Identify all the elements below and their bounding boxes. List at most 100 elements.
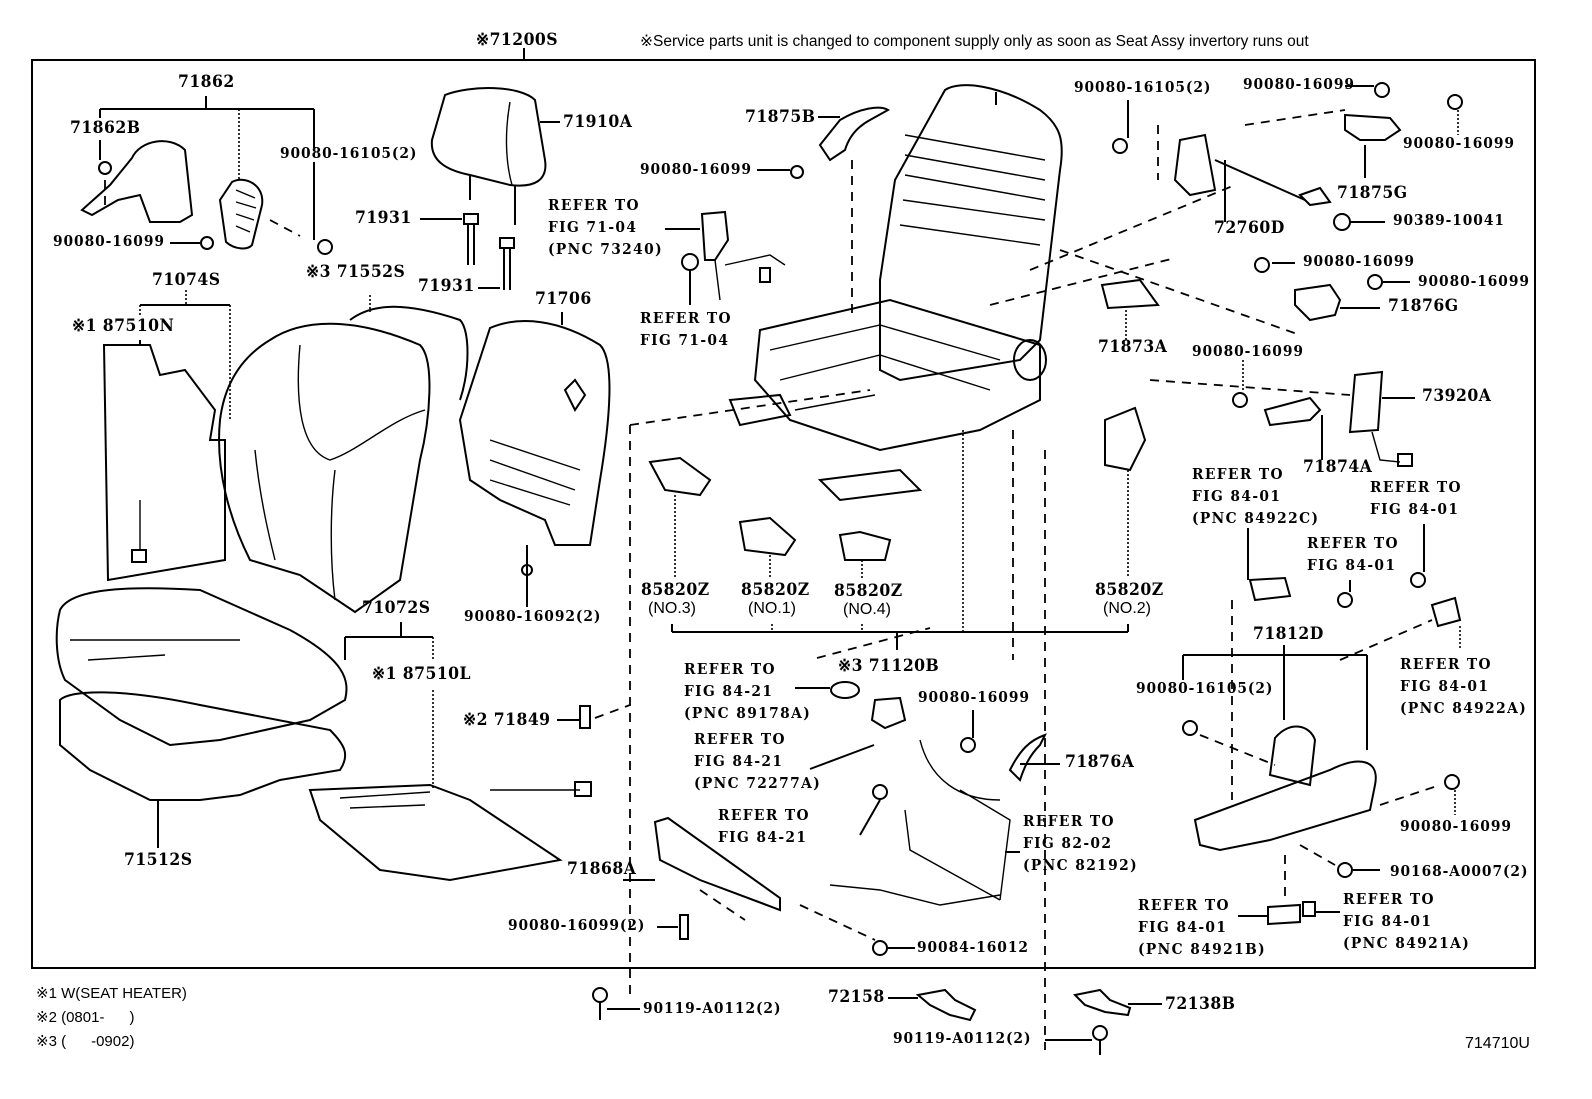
part-label-90080-16099-j[interactable]: 90080-16099(2) — [508, 916, 646, 934]
part-label-90080-16099-h[interactable]: 90080-16099 — [918, 688, 1030, 706]
part-label-90080-16099-d[interactable]: 90080-16099 — [1403, 134, 1515, 152]
part-label-85820z-no1-suffix: (NO.1) — [748, 600, 796, 617]
part-label-71812d[interactable]: 71812D — [1253, 624, 1324, 644]
rail-shapes — [728, 393, 923, 502]
part-label-90080-16105-a[interactable]: 90080-16105(2) — [280, 144, 418, 162]
ref-fig-84-01-a[interactable]: REFER TO FIG 84-01 — [1370, 478, 1462, 518]
screw-90080-16099-g — [1232, 392, 1248, 408]
part-label-71512s[interactable]: 71512S — [124, 850, 193, 870]
part-label-72138b[interactable]: 72138B — [1165, 994, 1236, 1014]
ref-fig-84-01-b[interactable]: REFER TO FIG 84-01 — [1307, 534, 1399, 574]
part-label-90080-16099-f[interactable]: 90080-16099 — [1418, 272, 1530, 290]
part-label-90080-16099-g[interactable]: 90080-16099 — [1192, 342, 1304, 360]
part-71875g-shape — [1244, 109, 1402, 178]
part-label-90080-16099-a[interactable]: 90080-16099 — [53, 232, 165, 250]
part-label-90080-16099-c[interactable]: 90080-16099 — [1243, 75, 1355, 93]
part-label-71931-a[interactable]: 71931 — [355, 208, 412, 228]
part-label-73920a[interactable]: 73920A — [1422, 386, 1492, 406]
part-label-71552s[interactable]: ※3 71552S — [306, 262, 406, 282]
part-label-85820z-no4[interactable]: 85820Z — [834, 581, 903, 601]
part-label-90084-16012[interactable]: 90084-16012 — [917, 938, 1029, 956]
part-71512s-shape — [59, 691, 347, 848]
part-label-71120b[interactable]: ※3 71120B — [838, 656, 940, 676]
part-label-71862[interactable]: 71862 — [178, 72, 235, 92]
part-label-90389-10041[interactable]: 90389-10041 — [1393, 211, 1505, 229]
screw-90080-16105-b — [1112, 138, 1128, 154]
part-71931-shapes — [420, 213, 515, 290]
ref-fig-82-02-pnc-82192[interactable]: REFER TO FIG 82-02 (PNC 82192) — [1023, 812, 1139, 874]
part-label-90080-16092[interactable]: 90080-16092(2) — [464, 607, 602, 625]
part-label-87510l[interactable]: ※1 87510L — [372, 664, 471, 684]
part-71552s-shape — [218, 295, 469, 614]
leader-71074s — [139, 290, 231, 420]
part-label-71875g[interactable]: 71875G — [1337, 183, 1408, 203]
part-label-85820z-no3[interactable]: 85820Z — [641, 580, 710, 600]
part-label-71849[interactable]: ※2 71849 — [463, 710, 551, 730]
part-label-85820z-no2[interactable]: 85820Z — [1095, 580, 1164, 600]
part-label-71072s[interactable]: 71072S — [362, 598, 431, 618]
part-label-71931-b[interactable]: 71931 — [418, 276, 475, 296]
ref-fig-71-04[interactable]: REFER TO FIG 71-04 — [640, 309, 732, 349]
ref-fig-71-04-pnc-73240[interactable]: REFER TO FIG 71-04 (PNC 73240) — [548, 196, 664, 258]
ref-fig-84-21-pnc-89178a[interactable]: REFER TO FIG 84-21 (PNC 89178A) — [684, 660, 812, 722]
assembly-label-71200s[interactable]: ※71200S — [476, 30, 559, 50]
part-label-90080-16105-b[interactable]: 90080-16105(2) — [1074, 78, 1212, 96]
ref-fig-84-01-pnc-84921a[interactable]: REFER TO FIG 84-01 (PNC 84921A) — [1343, 890, 1471, 952]
part-71875b-shape — [818, 106, 890, 320]
part-label-71876g[interactable]: 71876G — [1388, 296, 1459, 316]
leader-71862 — [99, 96, 315, 240]
part-label-90080-16099-i[interactable]: 90080-16099 — [1400, 817, 1512, 835]
part-switch-84922c — [1231, 528, 1353, 800]
part-label-72760d[interactable]: 72760D — [1214, 218, 1285, 238]
part-label-85820z-no4-suffix: (NO.4) — [843, 601, 891, 618]
ref-fig-84-01-pnc-84921b[interactable]: REFER TO FIG 84-01 (PNC 84921B) — [1138, 896, 1267, 958]
footnote-2: ※2 (0801- ) — [36, 1009, 135, 1026]
ref-fig-84-21[interactable]: REFER TO FIG 84-21 — [718, 806, 810, 846]
part-label-71875b[interactable]: 71875B — [745, 107, 816, 127]
part-label-71874a[interactable]: 71874A — [1303, 457, 1373, 477]
part-71706-shape — [458, 312, 611, 546]
part-label-71910a[interactable]: 71910A — [563, 112, 633, 132]
part-label-85820z-no1[interactable]: 85820Z — [741, 580, 810, 600]
part-71862-shape — [218, 178, 301, 250]
part-buckle-shape — [665, 210, 786, 305]
part-71874a-shape — [1263, 396, 1323, 460]
ref-fig-84-21-pnc-72277a[interactable]: REFER TO FIG 84-21 (PNC 72277A) — [694, 730, 822, 792]
part-71910a-shape — [430, 87, 560, 225]
part-label-90080-16099-e[interactable]: 90080-16099 — [1303, 252, 1415, 270]
part-label-71868a[interactable]: 71868A — [567, 859, 637, 879]
part-label-90119-a0112-b[interactable]: 90119-A0112(2) — [893, 1029, 1032, 1047]
nut-90084-16012 — [799, 904, 915, 956]
part-85820z-motors — [648, 406, 1147, 578]
part-label-71074s[interactable]: 71074S — [152, 270, 221, 290]
part-label-85820z-no3-suffix: (NO.3) — [648, 600, 696, 617]
part-label-90168-a0007[interactable]: 90168-A0007(2) — [1390, 862, 1529, 880]
part-label-90119-a0112-a[interactable]: 90119-A0112(2) — [643, 999, 782, 1017]
screw-90080-16099-b — [790, 165, 804, 179]
wire-harness-shape — [829, 739, 1020, 906]
footnote-1: ※1 W(SEAT HEATER) — [36, 985, 187, 1002]
screw-90080-16099-a — [200, 236, 214, 250]
bolt-90119-a0112-a — [592, 987, 640, 1020]
part-71876a-shape — [960, 710, 1060, 782]
part-71849-shape — [557, 704, 631, 729]
screw-90080-16099-j — [657, 914, 689, 940]
part-label-71873a[interactable]: 71873A — [1098, 337, 1168, 357]
part-71812d-shapes — [1182, 720, 1460, 878]
part-label-71706[interactable]: 71706 — [535, 289, 592, 309]
ref-fig-84-01-pnc-84922a[interactable]: REFER TO FIG 84-01 (PNC 84922A) — [1400, 655, 1528, 717]
leader-71812d — [1182, 645, 1368, 750]
part-72138b-shape — [1072, 988, 1162, 1017]
part-label-72158[interactable]: 72158 — [828, 987, 885, 1007]
ref-fig-84-01-pnc-84922c[interactable]: REFER TO FIG 84-01 (PNC 84922C) — [1192, 465, 1320, 527]
part-label-87510n[interactable]: ※1 87510N — [72, 316, 175, 336]
diagram-frame — [31, 59, 1536, 969]
part-label-71862b[interactable]: 71862B — [70, 118, 141, 138]
part-label-90080-16105-c[interactable]: 90080-16105(2) — [1136, 679, 1274, 697]
part-label-71876a[interactable]: 71876A — [1065, 752, 1135, 772]
part-label-90080-16099-b[interactable]: 90080-16099 — [640, 160, 752, 178]
screw-90080-16099-c — [1374, 82, 1390, 98]
leader-85820z — [671, 430, 1129, 659]
bolt-90119-a0112-b — [1045, 1025, 1108, 1055]
